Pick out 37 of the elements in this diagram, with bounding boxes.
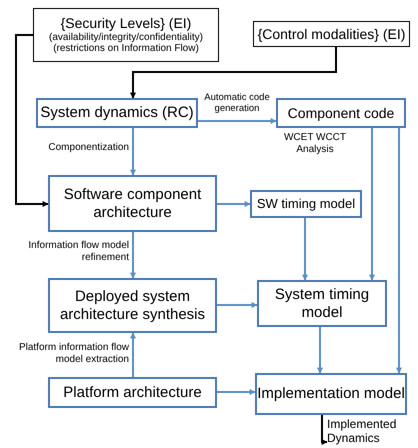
node-text: Component code	[288, 104, 394, 122]
node-text: System timing model	[274, 286, 370, 321]
arrow	[130, 128, 136, 176]
node-text: Implemented Dynamics	[327, 418, 398, 446]
arrow	[15, 34, 49, 207]
note-text: WCET WCCT Analysis	[282, 132, 348, 156]
arrow	[198, 118, 277, 124]
arrow	[369, 128, 375, 281]
process-box	[276, 98, 406, 128]
arrow	[130, 47, 337, 99]
process-box	[255, 373, 407, 415]
arrow	[217, 201, 251, 207]
process-box	[250, 190, 362, 218]
node-text: Deployed system architecture synthesis	[58, 288, 206, 323]
process-box	[48, 175, 217, 232]
process-box	[36, 98, 198, 128]
node-note: (availability/integrity/confidentiality) (restrictions on Information Flow)	[48, 32, 204, 55]
input-box	[33, 8, 219, 62]
input-box	[253, 21, 410, 47]
process-box	[257, 280, 387, 327]
arrow	[396, 128, 402, 374]
node-text: Platform architecture	[63, 384, 202, 402]
node-text: {Control modalities} (EI)	[258, 26, 406, 42]
arrow	[130, 332, 136, 377]
arrow	[217, 302, 258, 308]
node-text: {Security Levels} (EI)	[60, 15, 192, 32]
arrow	[302, 218, 308, 281]
arrow	[317, 327, 323, 374]
node-text: Software component architecture	[62, 186, 202, 221]
arrow	[321, 415, 328, 445]
arrow	[217, 389, 256, 395]
process-box	[48, 377, 217, 408]
arrow	[130, 232, 136, 279]
node-text: System dynamics (RC)	[40, 104, 194, 122]
node-text: Implementation model	[257, 385, 405, 403]
process-box	[48, 278, 217, 333]
node-text: SW timing model	[256, 196, 356, 212]
